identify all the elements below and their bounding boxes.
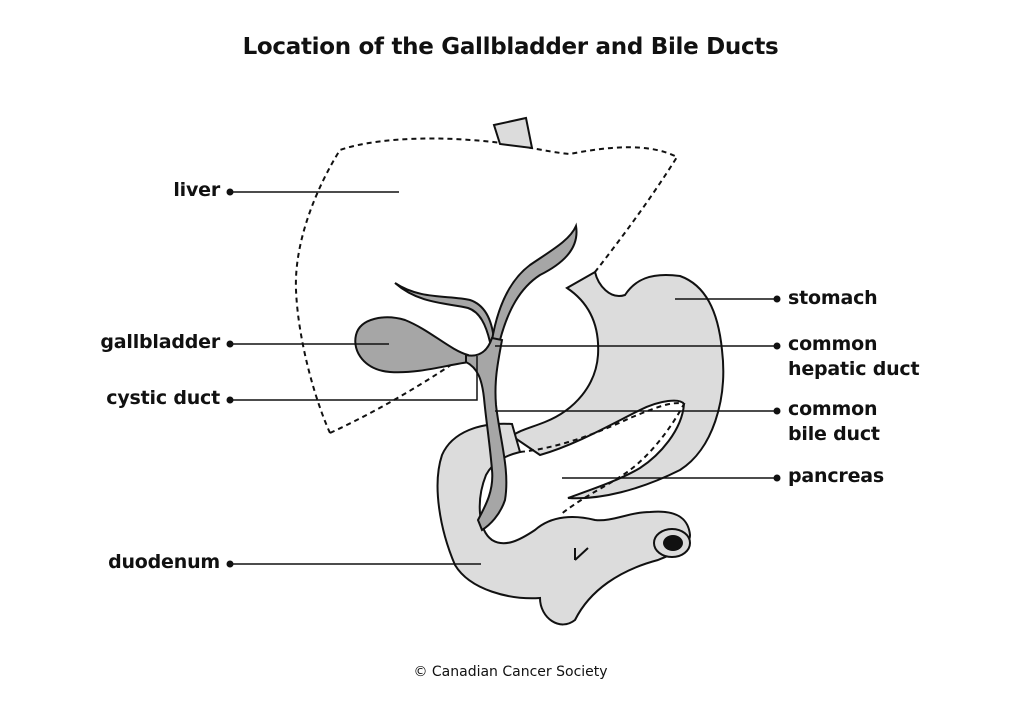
dot-duodenum [226, 560, 234, 568]
label-common-bile-duct-line1: common [788, 398, 878, 420]
diagram-title: Location of the Gallbladder and Bile Duc… [242, 34, 779, 60]
label-stomach: stomach [788, 287, 878, 309]
dot-gallbladder [226, 340, 234, 348]
stomach-shape [510, 270, 725, 500]
duodenum-lumen-inner [663, 535, 683, 551]
dot-liver [226, 188, 234, 196]
label-common-bile-duct-line2: bile duct [788, 423, 880, 445]
label-cystic-duct: cystic duct [106, 387, 220, 409]
vena-cava-stub [492, 116, 534, 150]
duodenum-shape [436, 422, 692, 626]
copyright-notice: © Canadian Cancer Society [413, 664, 608, 680]
label-common-bile-duct: common bile duct [788, 397, 880, 447]
label-gallbladder: gallbladder [100, 331, 220, 353]
dot-pancreas [773, 474, 781, 482]
leader-lines [230, 191, 777, 565]
liver-outline [294, 137, 679, 434]
hepatic-duct-right [490, 222, 578, 341]
label-pancreas: pancreas [788, 465, 884, 487]
label-common-hepatic-duct-line2: hepatic duct [788, 358, 920, 380]
label-common-hepatic-duct: common hepatic duct [788, 332, 920, 382]
dot-stomach [773, 295, 781, 303]
dot-common-bile-duct [773, 407, 781, 415]
papilla-mark [574, 547, 589, 561]
leader-dots [226, 188, 781, 568]
leader-cystic-duct [230, 356, 478, 401]
label-liver: liver [173, 179, 220, 201]
label-common-hepatic-duct-line1: common [788, 333, 878, 355]
gallbladder-shape [354, 316, 472, 374]
pancreas-outline [519, 402, 686, 516]
dot-common-hepatic-duct [773, 342, 781, 350]
label-duodenum: duodenum [108, 551, 220, 573]
dot-cystic-duct [226, 396, 234, 404]
